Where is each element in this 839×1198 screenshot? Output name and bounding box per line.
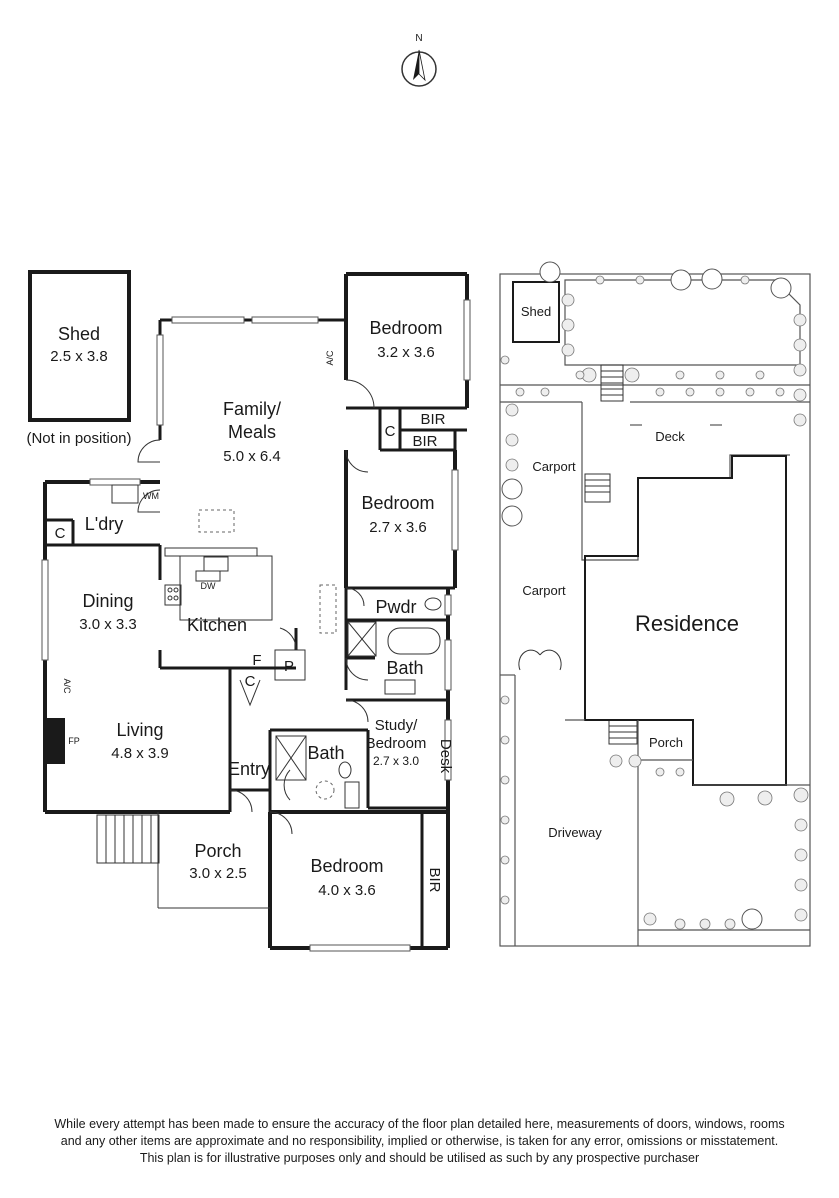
entry-label: Entry (228, 759, 270, 779)
study-label-1: Study/ (375, 717, 418, 734)
living-label: Living (116, 720, 163, 740)
bath-1-label: Bath (386, 658, 423, 678)
bedroom-2-label: Bedroom (361, 493, 434, 513)
residence-outline (584, 455, 787, 786)
site-driveway-label: Driveway (548, 825, 602, 840)
wm-label: WM (143, 491, 159, 501)
disclaimer-line-1: While every attempt has been made to ens… (54, 1117, 785, 1131)
bedroom-1-dims: 3.2 x 3.6 (377, 344, 435, 361)
fp-label: FP (68, 736, 80, 746)
door-swings (137, 379, 375, 835)
family-label-1: Family/ (223, 399, 281, 419)
bir-3-label: BIR (426, 867, 443, 892)
f-label: F (252, 652, 261, 669)
porch-steps (96, 814, 160, 864)
site-boundary (499, 273, 811, 947)
study-dims: 2.7 x 3.0 (373, 754, 419, 768)
dw-label: DW (201, 581, 216, 591)
p-label: P (284, 658, 294, 675)
kitchen-label: Kitchen (187, 615, 247, 635)
site-residence-label: Residence (635, 611, 739, 636)
ac-2-label: A/C (62, 678, 72, 694)
shed-note: (Not in position) (26, 430, 131, 447)
bathroom-fixtures (315, 597, 442, 809)
garden-trees (500, 261, 809, 930)
dining-label: Dining (82, 591, 133, 611)
c-2-label: C (55, 525, 66, 542)
ac-1-label: A/C (325, 350, 335, 366)
shed-label: Shed (58, 324, 100, 344)
deck-steps (584, 364, 638, 745)
porch-dims: 3.0 x 2.5 (189, 865, 247, 882)
pwdr-label: Pwdr (375, 597, 416, 617)
bedroom-3-label: Bedroom (310, 856, 383, 876)
north-compass-icon (401, 49, 437, 87)
site-plan (499, 261, 811, 947)
study-label-2: Bedroom (366, 735, 427, 752)
family-label-2: Meals (228, 422, 276, 442)
bath-2-label: Bath (307, 743, 344, 763)
disclaimer-line-2: and any other items are approximate and … (60, 1134, 779, 1148)
house-walls (41, 272, 471, 952)
bedroom-1-label: Bedroom (369, 318, 442, 338)
desk-label: Desk (437, 739, 454, 774)
compass-north-label: N (415, 33, 422, 44)
c-1-label: C (385, 423, 396, 440)
site-carport-2-label: Carport (522, 583, 566, 598)
site-carport-1-label: Carport (532, 459, 576, 474)
bir-2-label: BIR (412, 433, 437, 450)
laundry-label: L'dry (85, 514, 123, 534)
bedroom-3-dims: 4.0 x 3.6 (318, 882, 376, 899)
floor-plan (28, 270, 471, 952)
living-dims: 4.8 x 3.9 (111, 745, 169, 762)
fireplace (47, 718, 65, 764)
shed-outline (28, 270, 131, 422)
site-shed-label: Shed (521, 304, 551, 319)
disclaimer-line-3: This plan is for illustrative purposes o… (139, 1151, 700, 1165)
c-3-label: C (245, 673, 256, 690)
bir-1-label: BIR (420, 411, 445, 428)
porch-label: Porch (194, 841, 241, 861)
bedroom-2-dims: 2.7 x 3.6 (369, 519, 427, 536)
family-dims: 5.0 x 6.4 (223, 448, 281, 465)
dining-dims: 3.0 x 3.3 (79, 616, 137, 633)
site-deck-label: Deck (655, 429, 685, 444)
site-shed-outline (512, 281, 560, 343)
shed-dims: 2.5 x 3.8 (50, 348, 108, 365)
site-porch-label: Porch (649, 735, 683, 750)
kitchen-fixtures (111, 484, 337, 634)
disclaimer-text: While every attempt has been made to ens… (40, 1116, 799, 1167)
